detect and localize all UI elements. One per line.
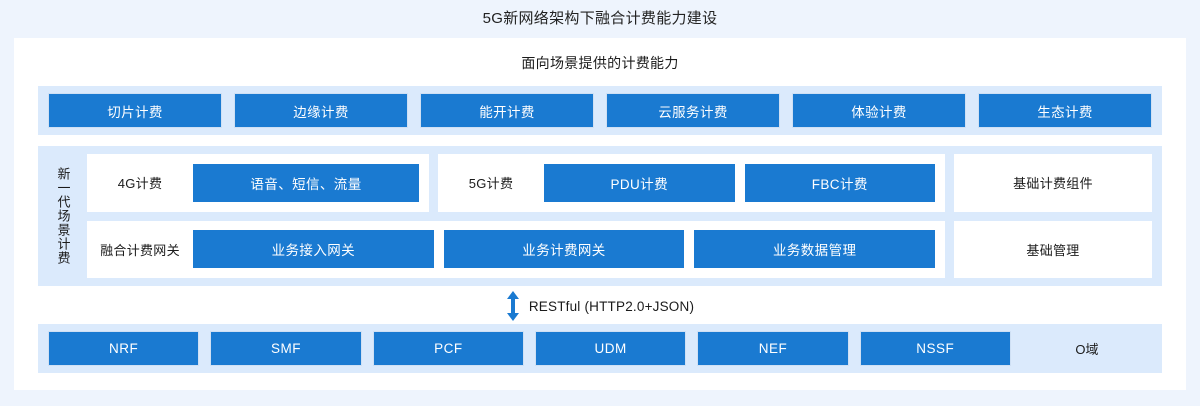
label-4g-charging: 4G计费 bbox=[117, 176, 163, 192]
diagram-card: 面向场景提供的计费能力 切片计费 边缘计费 能开计费 云服务计费 体验计费 生态… bbox=[14, 38, 1186, 390]
middle-vertical-label: 新一代场景计费 bbox=[55, 167, 71, 265]
network-button-udm[interactable]: UDM bbox=[534, 331, 687, 366]
network-button-nssf[interactable]: NSSF bbox=[859, 331, 1011, 366]
button-service-charging-gateway[interactable]: 业务计费网关 bbox=[443, 230, 685, 269]
label-converged-charging-gateway: 融合计费网关 bbox=[100, 242, 180, 258]
section-subtitle: 面向场景提供的计费能力 bbox=[521, 55, 679, 71]
panel-basic-charging-components: 基础计费组件 bbox=[954, 154, 1152, 212]
button-service-data-management[interactable]: 业务数据管理 bbox=[694, 230, 936, 269]
network-button-smf[interactable]: SMF bbox=[210, 331, 362, 366]
label-o-domain: O域 bbox=[1075, 342, 1099, 357]
panel-4g-charging: 4G计费 语音、短信、流量 bbox=[87, 154, 429, 212]
button-pdu-charging[interactable]: PDU计费 bbox=[544, 163, 735, 202]
middle-section: 新一代场景计费 4G计费 语音、短信、流量 5G计费 PDU计费 FBC计费 基… bbox=[38, 146, 1162, 286]
capability-button-edge[interactable]: 边缘计费 bbox=[234, 93, 408, 128]
capability-button-capability[interactable]: 能开计费 bbox=[420, 93, 594, 128]
panel-basic-management: 基础管理 bbox=[954, 220, 1152, 278]
label-basic-charging-components: 基础计费组件 bbox=[1013, 176, 1093, 192]
network-button-pcf[interactable]: PCF bbox=[372, 331, 524, 366]
page-title: 5G新网络架构下融合计费能力建设 bbox=[482, 10, 718, 27]
protocol-connector: RESTful (HTTP2.0+JSON) bbox=[38, 288, 1162, 324]
capability-button-experience[interactable]: 体验计费 bbox=[792, 93, 966, 128]
middle-row-gateway: 融合计费网关 业务接入网关 业务计费网关 业务数据管理 基础管理 bbox=[87, 220, 1152, 278]
button-service-access-gateway[interactable]: 业务接入网关 bbox=[193, 230, 434, 269]
capability-button-cloud[interactable]: 云服务计费 bbox=[606, 93, 780, 128]
capability-button-slice[interactable]: 切片计费 bbox=[48, 93, 222, 128]
label-basic-management: 基础管理 bbox=[1026, 242, 1080, 258]
panel-5g-charging: 5G计费 PDU计费 FBC计费 bbox=[438, 154, 945, 212]
network-function-row: NRF SMF PCF UDM NEF NSSF O域 bbox=[38, 324, 1162, 373]
label-5g-charging: 5G计费 bbox=[468, 176, 514, 192]
middle-row-charging: 4G计费 语音、短信、流量 5G计费 PDU计费 FBC计费 基础计费组件 bbox=[87, 154, 1152, 212]
network-button-nrf[interactable]: NRF bbox=[48, 331, 200, 366]
button-fbc-charging[interactable]: FBC计费 bbox=[744, 163, 935, 202]
protocol-label: RESTful (HTTP2.0+JSON) bbox=[528, 298, 695, 314]
button-voice-sms-data[interactable]: 语音、短信、流量 bbox=[193, 163, 419, 202]
capability-row: 切片计费 边缘计费 能开计费 云服务计费 体验计费 生态计费 bbox=[38, 86, 1162, 135]
middle-rows: 4G计费 语音、短信、流量 5G计费 PDU计费 FBC计费 基础计费组件 bbox=[87, 154, 1152, 278]
capability-button-ecosystem[interactable]: 生态计费 bbox=[978, 93, 1152, 128]
double-headed-vertical-arrow-icon bbox=[506, 291, 519, 321]
network-button-nef[interactable]: NEF bbox=[697, 331, 849, 366]
panel-converged-gateway: 融合计费网关 业务接入网关 业务计费网关 业务数据管理 bbox=[87, 220, 945, 278]
